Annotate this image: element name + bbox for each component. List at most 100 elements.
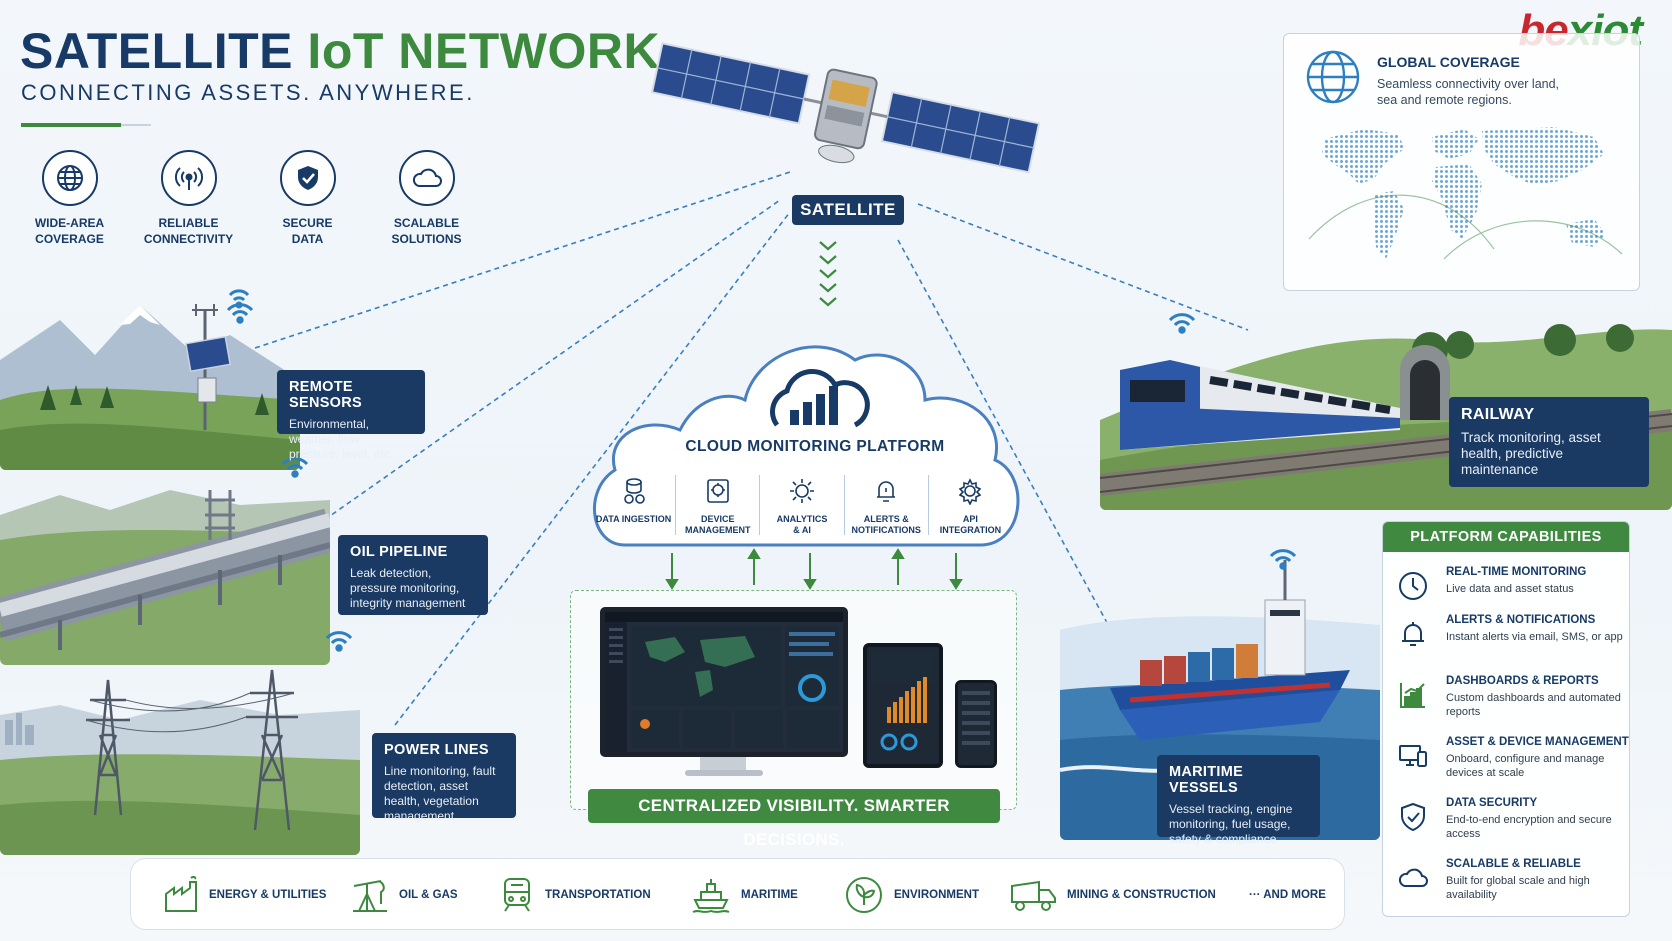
train xyxy=(1120,360,1400,450)
wifi-icon xyxy=(1269,549,1297,570)
api-icon xyxy=(959,478,982,506)
right-solar-panel xyxy=(880,91,1040,174)
cloud-icon xyxy=(1398,868,1428,887)
industry-label: MINING & CONSTRUCTION xyxy=(1067,889,1216,901)
capability-description: Instant alerts via email, SMS, or app xyxy=(1446,631,1623,643)
leaf-icon xyxy=(846,877,882,913)
capability-title: ASSET & DEVICE MANAGEMENT xyxy=(1446,736,1629,748)
power-lines-scene xyxy=(0,669,360,855)
industry-transportation: TRANSPORTATION xyxy=(499,875,651,915)
industry-energy: ENERGY & UTILITIES xyxy=(163,875,326,915)
cloud-chart-icon xyxy=(770,368,870,428)
industry-label: ··· AND MORE xyxy=(1249,889,1326,901)
monitor-base xyxy=(685,770,763,776)
asset-description: Environmental, weather, flow, pressure, … xyxy=(289,417,394,461)
platform-capabilities-panel: PLATFORM CAPABILITIES REAL-TIME MONITORI… xyxy=(1382,521,1630,917)
module-data-ingestion: DATA INGESTION xyxy=(592,475,677,535)
data-ingestion-icon xyxy=(623,478,645,504)
asset-title: REMOTE SENSORS xyxy=(289,379,363,411)
train-icon xyxy=(504,878,530,912)
asset-title: POWER LINES xyxy=(384,742,489,758)
capability-item: DATA SECURITY End-to-end encryption and … xyxy=(1397,797,1625,849)
title-underline xyxy=(21,123,121,127)
devices-icon xyxy=(1399,745,1427,767)
shield-check-icon xyxy=(1401,802,1425,832)
link-sensors xyxy=(254,171,791,349)
pipeline xyxy=(0,508,330,642)
coverage-description: Seamless connectivity over land, sea and… xyxy=(1377,77,1560,107)
capability-title: ALERTS & NOTIFICATIONS xyxy=(1446,614,1596,626)
chart-icon xyxy=(1400,683,1425,708)
asset-title: RAILWAY xyxy=(1461,406,1535,423)
monitor-stand xyxy=(700,757,746,773)
globe-icon xyxy=(41,150,98,206)
capability-description: Custom dashboards and automated reports xyxy=(1446,692,1621,718)
capability-description: End-to-end encryption and secure access xyxy=(1446,814,1612,840)
title-part-2: IoT NETWORK xyxy=(307,23,661,79)
industry-mining: MINING & CONSTRUCTION xyxy=(1009,875,1216,915)
link-railway xyxy=(917,203,1249,331)
industry-oil-gas: OIL & GAS xyxy=(349,875,458,915)
asset-title: OIL PIPELINE xyxy=(350,544,448,560)
asset-description: Vessel tracking, engine monitoring, fuel… xyxy=(1169,802,1293,846)
factory-icon xyxy=(165,876,197,912)
capability-description: Onboard, configure and manage devices at… xyxy=(1446,753,1605,779)
clock-icon xyxy=(1399,572,1427,600)
capability-title: SCALABLE & RELIABLE xyxy=(1446,858,1581,870)
down-chevrons xyxy=(819,241,837,307)
industry-more: ··· AND MORE xyxy=(1249,875,1326,915)
industry-maritime: MARITIME xyxy=(691,875,798,915)
industry-label: MARITIME xyxy=(741,889,798,901)
world-map xyxy=(1308,127,1623,260)
industry-label: OIL & GAS xyxy=(399,889,458,901)
capability-item: DASHBOARDS & REPORTS Custom dashboards a… xyxy=(1397,675,1625,727)
module-analytics: ANALYTICS& AI xyxy=(760,475,845,535)
oil-pipeline-scene xyxy=(0,490,330,665)
cloud-icon xyxy=(398,150,455,206)
left-solar-panel xyxy=(650,42,811,125)
title-part-1: SATELLITE xyxy=(20,23,294,79)
asset-title: MARITIME VESSELS xyxy=(1169,764,1244,796)
capability-item: REAL-TIME MONITORING Live data and asset… xyxy=(1397,566,1625,618)
capability-item: SCALABLE & RELIABLE Built for global sca… xyxy=(1397,858,1625,910)
satellite-illustration xyxy=(650,42,1040,174)
transmission-tower xyxy=(86,669,298,831)
satellite-label: SATELLITE xyxy=(792,195,904,225)
capability-description: Live data and asset status xyxy=(1446,583,1574,595)
maritime-label: MARITIME VESSELS Vessel tracking, engine… xyxy=(1157,755,1320,846)
dashboard-monitor xyxy=(600,607,848,757)
truck-icon xyxy=(1011,880,1056,911)
alert-icon xyxy=(877,481,896,502)
capabilities-title: PLATFORM CAPABILITIES xyxy=(1383,522,1629,552)
link-pipeline xyxy=(309,199,781,531)
capability-title: REAL-TIME MONITORING xyxy=(1446,566,1587,578)
capability-item: ASSET & DEVICE MANAGEMENT Onboard, confi… xyxy=(1397,736,1629,788)
asset-description: Leak detection, pressure monitoring, int… xyxy=(350,566,466,610)
power-lines-label: POWER LINES Line monitoring, fault detec… xyxy=(372,733,516,823)
industry-environment: ENVIRONMENT xyxy=(844,875,979,915)
dashboard-screen xyxy=(605,612,843,752)
oil-pipeline-label: OIL PIPELINE Leak detection, pressure mo… xyxy=(338,535,488,615)
signal-icon xyxy=(160,150,217,206)
capability-title: DATA SECURITY xyxy=(1446,797,1538,809)
industries-bar: ENERGY & UTILITIES OIL & GAS TRANSPORTAT… xyxy=(130,858,1345,930)
page-subtitle: CONNECTING ASSETS. ANYWHERE. xyxy=(21,80,475,105)
ship-icon xyxy=(692,879,730,913)
centralized-visibility-banner: CENTRALIZED VISIBILITY. SMARTER DECISION… xyxy=(588,789,1000,849)
network-globe-icon xyxy=(1306,50,1360,104)
global-coverage-card: GLOBAL COVERAGE Seamless connectivity ov… xyxy=(1283,33,1640,291)
bell-icon xyxy=(1402,622,1424,646)
device-management-icon xyxy=(706,479,729,503)
cargo-ship xyxy=(1110,560,1350,740)
shield-icon xyxy=(279,150,336,206)
coverage-title: GLOBAL COVERAGE xyxy=(1377,54,1520,70)
capability-title: DASHBOARDS & REPORTS xyxy=(1446,675,1599,687)
